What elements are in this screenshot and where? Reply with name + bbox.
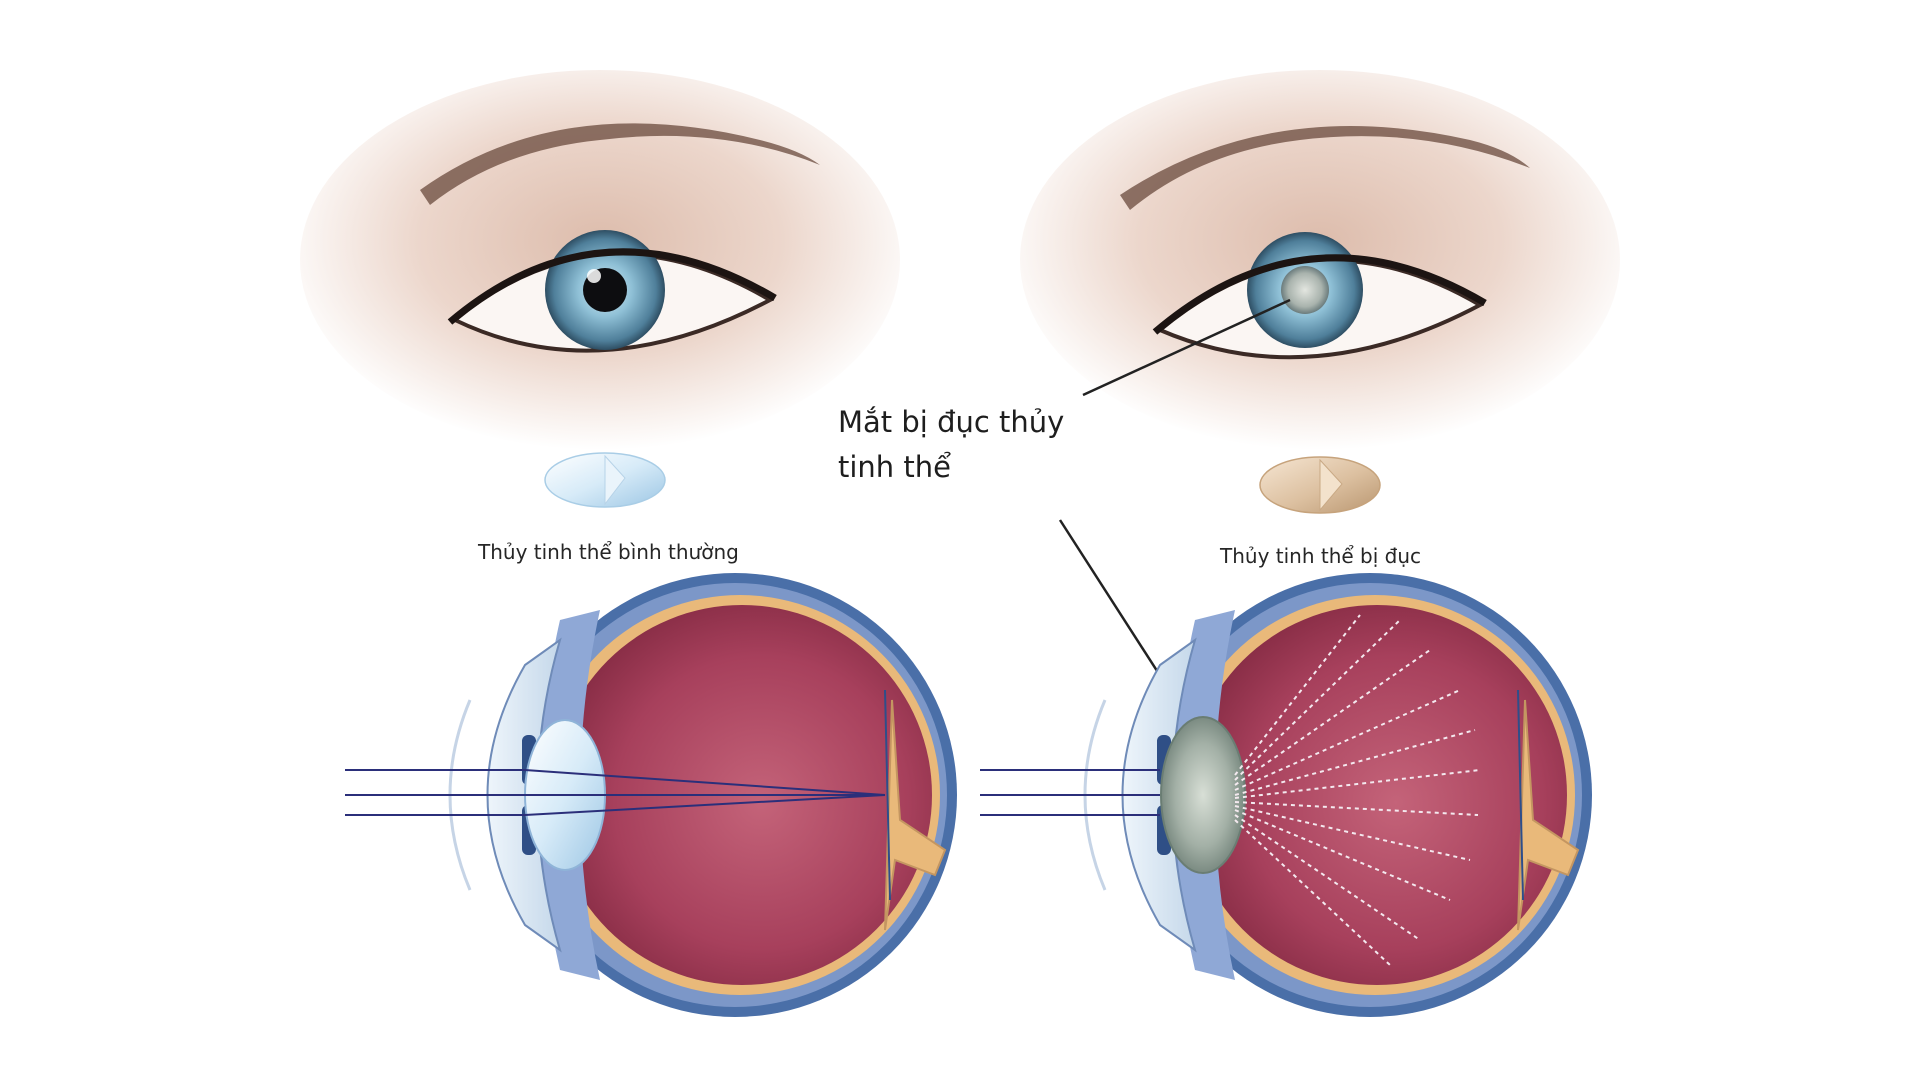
- callout-pointer-top: [1082, 298, 1291, 397]
- healthy-eye-cross-section: [345, 573, 957, 1017]
- vitreous-icon: [1187, 605, 1567, 985]
- eyebrow-icon: [420, 123, 820, 205]
- cataract-callout-label: Mắt bị đục thủy tinh thể: [838, 400, 1064, 490]
- cloudy-lens-in-eye-icon: [1160, 716, 1246, 874]
- optic-nerve-icon: [884, 699, 947, 931]
- scattered-light-rays: [1234, 614, 1481, 966]
- cloudy-pupil-icon: [1281, 266, 1329, 314]
- eyebrow-icon: [1120, 126, 1530, 210]
- cataract-eye-photo: [1020, 70, 1620, 450]
- cloudy-lens-icon: [1259, 456, 1381, 514]
- light-rays: [345, 769, 886, 816]
- callout-line-2: tinh thể: [838, 450, 951, 484]
- cataract-eye-cross-section: [980, 573, 1592, 1017]
- lens-cloudy-caption: Thủy tinh thể bị đục: [1220, 544, 1422, 568]
- clear-lens-icon: [544, 452, 666, 508]
- optic-nerve-icon: [1517, 699, 1580, 931]
- callout-line-1: Mắt bị đục thủy: [838, 405, 1065, 439]
- lens-normal-caption: Thủy tinh thể bình thường: [478, 540, 739, 564]
- healthy-eye-photo: [300, 70, 900, 450]
- incoming-light-rays: [980, 769, 1160, 816]
